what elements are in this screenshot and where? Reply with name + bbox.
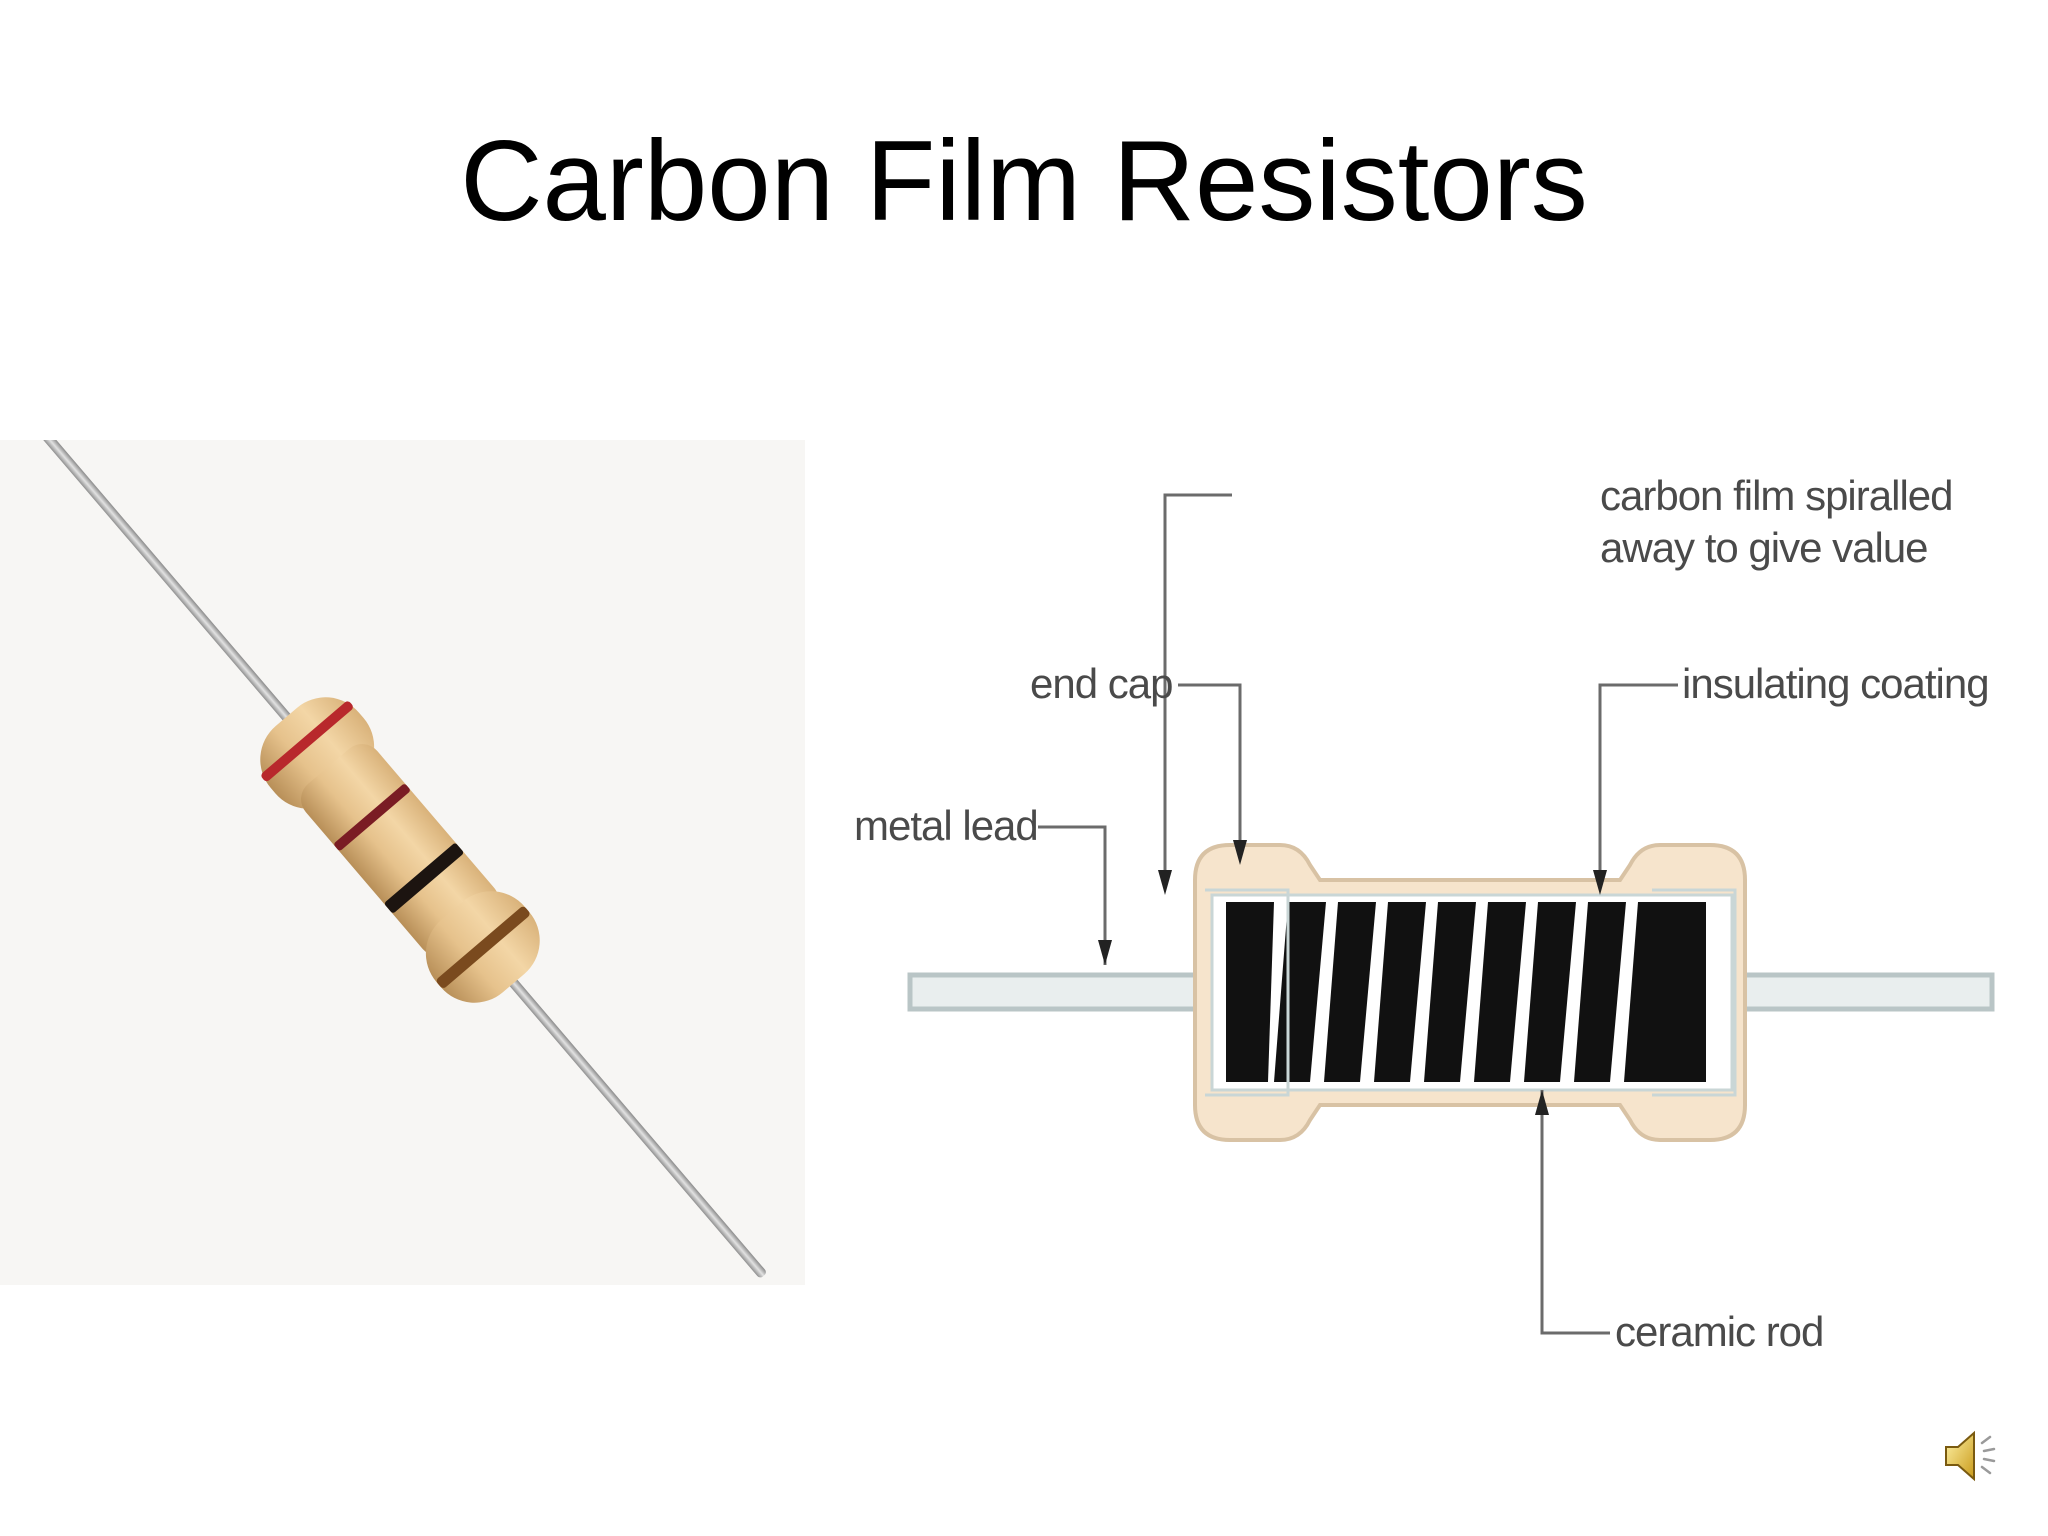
diagram-lead-right xyxy=(1715,972,1995,1012)
label-end-cap: end cap xyxy=(1030,660,1173,707)
callout-line-ceramic-rod xyxy=(1540,1090,1610,1335)
label-insulating-coating: insulating coating xyxy=(1682,660,1990,707)
callout-line-end-cap xyxy=(1178,683,1242,840)
label-ceramic-rod: ceramic rod xyxy=(1615,1308,1824,1355)
label-metal-lead: metal lead xyxy=(854,802,1039,849)
speaker-icon[interactable] xyxy=(1940,1425,2002,1487)
callout-line-metal-lead xyxy=(1038,825,1107,965)
photo-band-2 xyxy=(334,784,410,851)
arrow-metal-lead xyxy=(1098,940,1112,965)
label-carbon-film: carbon film spiralled away to give value xyxy=(1600,472,1953,571)
diagram-end-cap-right xyxy=(1652,888,1737,1097)
slide-title: Carbon Film Resistors xyxy=(460,118,1588,245)
diagram-end-cap-left xyxy=(1205,888,1290,1097)
photo-band-3 xyxy=(384,843,464,913)
arrow-end-cap xyxy=(1233,840,1247,865)
photo-band-4 xyxy=(436,906,530,988)
diagram-lead-left xyxy=(907,972,1213,1012)
callout-line-insulating-coating xyxy=(1598,683,1678,870)
resistor-cross-section-diagram: carbon film spiralled away to give value… xyxy=(840,440,2030,1400)
arrow-ceramic-rod xyxy=(1535,1090,1549,1115)
photo-resistor-body xyxy=(301,744,499,956)
callout-line-carbon-film xyxy=(1163,493,1232,870)
arrow-carbon-film xyxy=(1158,870,1172,895)
arrow-insulating-coating xyxy=(1593,870,1607,895)
resistor-photo xyxy=(0,440,805,1285)
diagram-carbon-film xyxy=(1226,902,1706,1082)
photo-band-1 xyxy=(261,701,353,782)
